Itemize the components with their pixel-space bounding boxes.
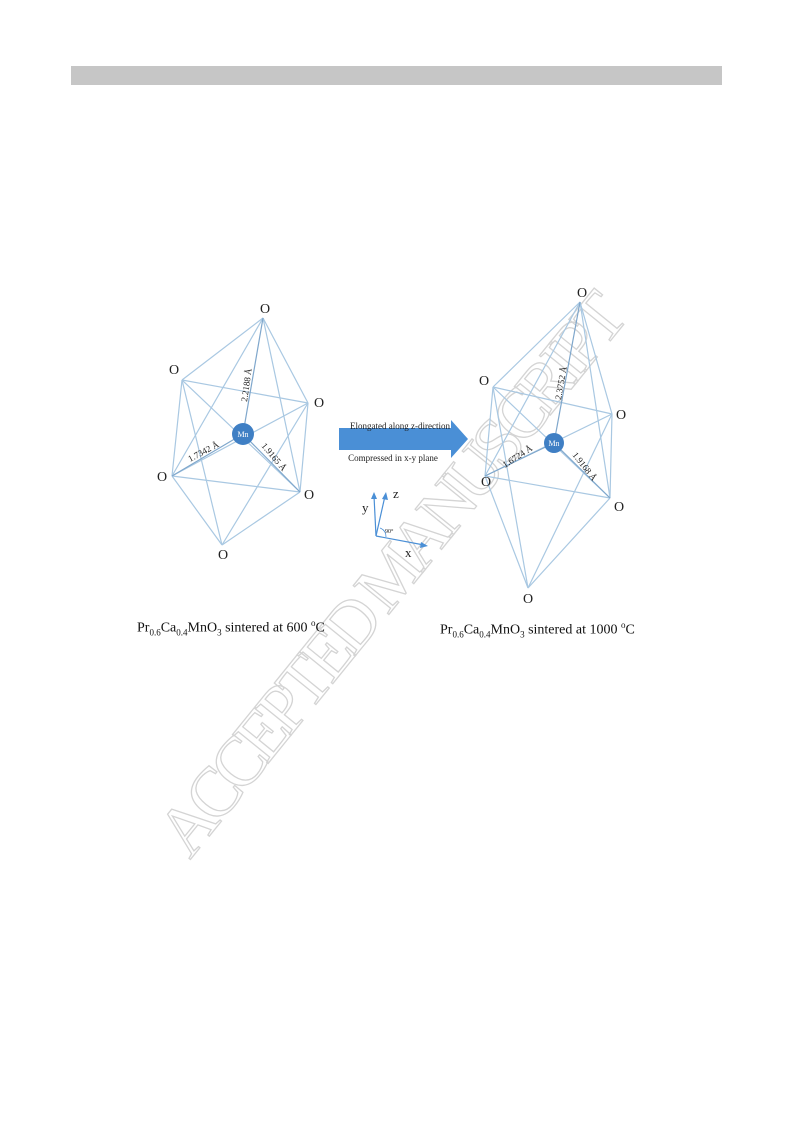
caption-fragment: o (311, 618, 316, 628)
left-o-top: O (260, 302, 270, 317)
axis-z-label: z (393, 486, 399, 501)
right-bond-top: 2.3752 Å (553, 365, 569, 400)
left-caption: Pr0.6Ca0.4MnO3 sintered at 600 oC (137, 618, 325, 637)
caption-fragment: Ca (463, 622, 480, 638)
left-bond-top: 2.2188 Å (239, 367, 254, 402)
caption-fragment: 3 (217, 627, 222, 638)
right-mn-label: Mn (548, 439, 559, 448)
left-o-bottom: O (218, 548, 228, 563)
left-o-upper-left: O (169, 363, 179, 378)
axis-x-label: x (405, 545, 412, 560)
transition-arrow (339, 420, 468, 458)
left-mn-sphere (232, 423, 254, 445)
header-bar (71, 66, 722, 85)
caption-fragment: 0.6 (149, 627, 161, 638)
right-o-left: O (481, 475, 491, 490)
caption-fragment: 0.6 (452, 629, 464, 640)
axis-triad (371, 492, 428, 548)
caption-fragment: 0.4 (479, 629, 491, 640)
caption-fragment: MnO (187, 620, 218, 636)
right-bond-right: 1.9168 Å (570, 450, 599, 483)
caption-fragment: sintered at 1000 (524, 622, 621, 638)
right-o-lower-right: O (614, 500, 624, 515)
caption-fragment: 0.4 (176, 627, 188, 638)
caption-fragment: C (315, 620, 325, 636)
caption-fragment: sintered at 600 (221, 620, 311, 636)
axis-y-label: y (362, 500, 369, 515)
caption-fragment: Ca (160, 620, 177, 636)
caption-fragment: MnO (490, 622, 521, 638)
right-caption: Pr0.6Ca0.4MnO3 sintered at 1000 oC (440, 620, 635, 639)
arrow-top-text: Elongated along z-direction (350, 421, 450, 431)
left-o-lower-right: O (304, 488, 314, 503)
axis-angle-label: 90° (385, 528, 394, 535)
caption-fragment: Pr (440, 622, 453, 638)
left-o-right: O (314, 396, 324, 411)
left-mn-label: Mn (237, 430, 248, 439)
right-o-top: O (577, 286, 587, 301)
right-mn-sphere (544, 433, 564, 453)
caption-fragment: o (621, 620, 626, 630)
left-o-left: O (157, 470, 167, 485)
right-o-right: O (616, 408, 626, 423)
right-bond-left: 1.6724 Å (501, 443, 535, 470)
right-o-bottom: O (523, 592, 533, 607)
arrow-bottom-text: Compressed in x-y plane (348, 453, 438, 463)
caption-fragment: Pr (137, 620, 150, 636)
right-o-upper-left: O (479, 374, 489, 389)
caption-fragment: C (625, 622, 635, 638)
caption-fragment: 3 (520, 629, 525, 640)
